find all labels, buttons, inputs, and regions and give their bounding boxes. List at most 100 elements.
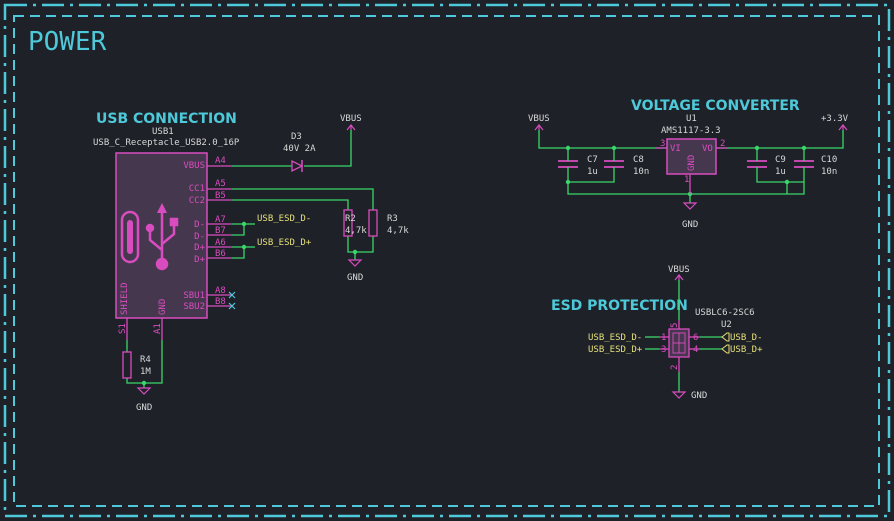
netlabel-esd-in-dp: USB_ESD_D+ bbox=[588, 345, 643, 355]
netlabel-usb-dp: USB_D+ bbox=[730, 345, 763, 355]
usb1-pin-vbus: VBUS bbox=[183, 161, 205, 171]
usb1-num-a7: A7 bbox=[215, 215, 226, 225]
c10-capacitor[interactable] bbox=[794, 160, 814, 168]
r4-ref: R4 bbox=[140, 355, 151, 365]
r3-resistor[interactable] bbox=[368, 209, 378, 237]
r2-ref-text: R2 bbox=[345, 214, 356, 224]
netlabel-usb-esd-dm: USB_ESD_D- bbox=[257, 214, 311, 224]
r3-ref: R3 bbox=[387, 214, 398, 224]
hier-label-usb-dm bbox=[721, 332, 730, 342]
r2-value: 4,7k bbox=[345, 226, 367, 236]
u1-value: AMS1117-3.3 bbox=[661, 126, 721, 136]
u1-num-3: 3 bbox=[660, 139, 665, 149]
c10-value: 10n bbox=[821, 167, 837, 177]
c10-ref: C10 bbox=[821, 155, 837, 165]
sheet-title: POWER bbox=[28, 27, 107, 57]
gnd-symbol-esd bbox=[671, 391, 687, 399]
usb1-pin-cc2: CC2 bbox=[189, 196, 205, 206]
usb1-num-a5: A5 bbox=[215, 179, 226, 189]
gnd-symbol-r4 bbox=[136, 387, 152, 395]
usb1-num-a8: A8 bbox=[215, 286, 226, 296]
usb1-num-b8: B8 bbox=[215, 297, 226, 307]
usb1-pin-shield: SHIELD bbox=[120, 282, 130, 315]
esd-wires bbox=[645, 280, 722, 392]
c7-value: 1u bbox=[587, 167, 598, 177]
usb1-pin-cc1: CC1 bbox=[189, 184, 205, 194]
vbus-symbol-vreg bbox=[534, 124, 544, 131]
usb1-num-a6: A6 bbox=[215, 238, 226, 248]
r4-value: 1M bbox=[140, 367, 151, 377]
v33-label: +3.3V bbox=[821, 114, 849, 124]
d3-value: 40V 2A bbox=[283, 144, 316, 154]
c8-value: 10n bbox=[633, 167, 649, 177]
usb1-num-a1: A1 bbox=[153, 323, 163, 334]
usb1-num-b7: B7 bbox=[215, 226, 226, 236]
u2-num-4: 4 bbox=[693, 345, 698, 355]
usb1-num-b5: B5 bbox=[215, 191, 226, 201]
usb1-pin-dm2: D- bbox=[194, 232, 205, 242]
u2-num-6: 6 bbox=[693, 333, 698, 343]
usb1-pin-gnd: GND bbox=[158, 299, 168, 315]
u2-value: USBLC6-2SC6 bbox=[695, 308, 755, 318]
netlabel-usb-dm: USB_D- bbox=[730, 333, 763, 343]
c7-ref: C7 bbox=[587, 155, 598, 165]
sheet-frame bbox=[3, 3, 891, 518]
r4-resistor[interactable] bbox=[122, 351, 132, 379]
vbus-symbol-usb bbox=[346, 124, 356, 131]
u2-esd-device[interactable] bbox=[659, 320, 700, 372]
gnd-symbol-vreg bbox=[682, 202, 698, 210]
usb1-pin-sbu1: SBU1 bbox=[183, 291, 205, 301]
usb-wires bbox=[126, 130, 374, 388]
hier-label-usb-dp bbox=[721, 344, 730, 354]
netlabel-usb-esd-dp: USB_ESD_D+ bbox=[257, 238, 312, 248]
c9-ref: C9 bbox=[775, 155, 786, 165]
u2-num-3: 3 bbox=[661, 345, 666, 355]
d3-ref: D3 bbox=[291, 132, 302, 142]
usb1-pin-dm1: D- bbox=[194, 220, 205, 230]
u2-num-5: 5 bbox=[670, 323, 680, 328]
vbus-label-esd: VBUS bbox=[668, 265, 690, 275]
vbus-label-vreg: VBUS bbox=[528, 114, 550, 124]
usb1-pin-dp1: D+ bbox=[194, 243, 205, 253]
c9-value: 1u bbox=[775, 167, 786, 177]
usb1-pin-dp2: D+ bbox=[194, 255, 205, 265]
gnd-label-r: GND bbox=[347, 273, 363, 283]
usb1-ref: USB1 bbox=[152, 127, 174, 137]
r2-resistor[interactable] bbox=[343, 209, 353, 237]
c8-ref: C8 bbox=[633, 155, 644, 165]
usb1-num-a4: A4 bbox=[215, 156, 226, 166]
u1-num-2: 2 bbox=[720, 139, 725, 149]
r3-value: 4,7k bbox=[387, 226, 409, 236]
usb1-pin-sbu2: SBU2 bbox=[183, 302, 205, 312]
usb1-value: USB_C_Receptacle_USB2.0_16P bbox=[93, 138, 240, 148]
gnd-symbol-r bbox=[347, 259, 363, 267]
u1-num-1: 1 bbox=[684, 175, 689, 185]
usb1-num-b6: B6 bbox=[215, 249, 226, 259]
c7-capacitor[interactable] bbox=[558, 160, 578, 168]
netlabel-esd-in-dm: USB_ESD_D- bbox=[588, 333, 642, 343]
vreg-section-title: VOLTAGE CONVERTER bbox=[631, 98, 800, 114]
usb-symbol-icon bbox=[145, 203, 179, 271]
d3-diode[interactable] bbox=[291, 159, 304, 173]
gnd-label-esd: GND bbox=[691, 391, 707, 401]
gnd-label-r4: GND bbox=[136, 403, 152, 413]
c8-capacitor[interactable] bbox=[604, 160, 624, 168]
usb1-connector[interactable]: VBUS CC1 CC2 D- D- D+ D+ SBU1 SBU2 SHIEL… bbox=[115, 152, 208, 319]
u1-pin-vi: VI bbox=[670, 144, 681, 154]
u2-ref: U2 bbox=[721, 320, 732, 330]
u1-pin-vo: VO bbox=[702, 144, 713, 154]
usb-section-title: USB CONNECTION bbox=[96, 111, 237, 127]
esd-section-title: ESD PROTECTION bbox=[551, 298, 688, 314]
u2-num-1: 1 bbox=[661, 333, 666, 343]
gnd-label-vreg: GND bbox=[682, 220, 698, 230]
no-connect-markers bbox=[228, 291, 236, 310]
u1-pin-gnd: GND bbox=[687, 155, 697, 171]
v33-symbol bbox=[838, 124, 848, 131]
c9-capacitor[interactable] bbox=[747, 160, 767, 168]
vbus-label-usb: VBUS bbox=[340, 114, 362, 124]
u1-ref: U1 bbox=[686, 114, 697, 124]
vbus-symbol-esd bbox=[674, 274, 684, 281]
u1-regulator[interactable] bbox=[656, 138, 727, 194]
u2-num-2: 2 bbox=[670, 365, 680, 370]
